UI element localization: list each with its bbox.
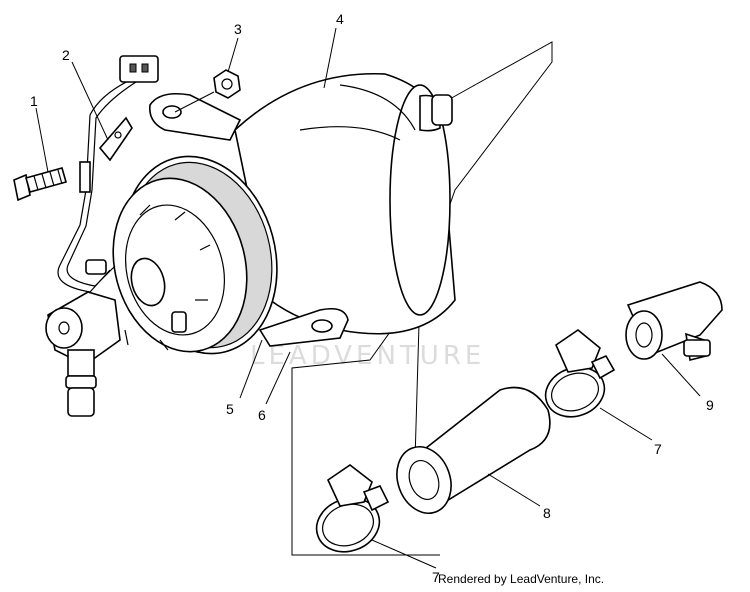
callout-6: 6	[258, 407, 266, 423]
callout-2: 2	[62, 47, 70, 63]
callout-7-upper: 7	[654, 441, 662, 457]
fuel-pump-body	[148, 72, 456, 347]
hose-clamp-upper	[544, 329, 616, 418]
hose-clamp-lower	[315, 464, 390, 553]
callout-9: 9	[706, 397, 714, 413]
screw	[13, 167, 67, 202]
outlet-fitting	[45, 291, 121, 417]
elbow-fitting	[625, 281, 723, 361]
render-credit: Rendered by LeadVenture, Inc.	[438, 572, 605, 586]
callout-leaders	[35, 27, 701, 569]
callout-numbers: 1 2 3 4 5 6 7 9 8 7	[30, 11, 714, 585]
callout-4: 4	[336, 11, 344, 27]
wire-harness	[57, 55, 159, 293]
wire-connector-plug	[119, 55, 159, 83]
nut	[174, 69, 241, 113]
watermark-text: LEADVENTURE	[250, 341, 485, 371]
callout-7-lower: 7	[432, 569, 440, 585]
callout-5: 5	[226, 401, 234, 417]
end-cap	[85, 177, 248, 353]
fuel-hose	[396, 386, 551, 514]
callout-8: 8	[543, 505, 551, 521]
callout-3: 3	[234, 21, 242, 37]
callout-1: 1	[30, 93, 38, 109]
